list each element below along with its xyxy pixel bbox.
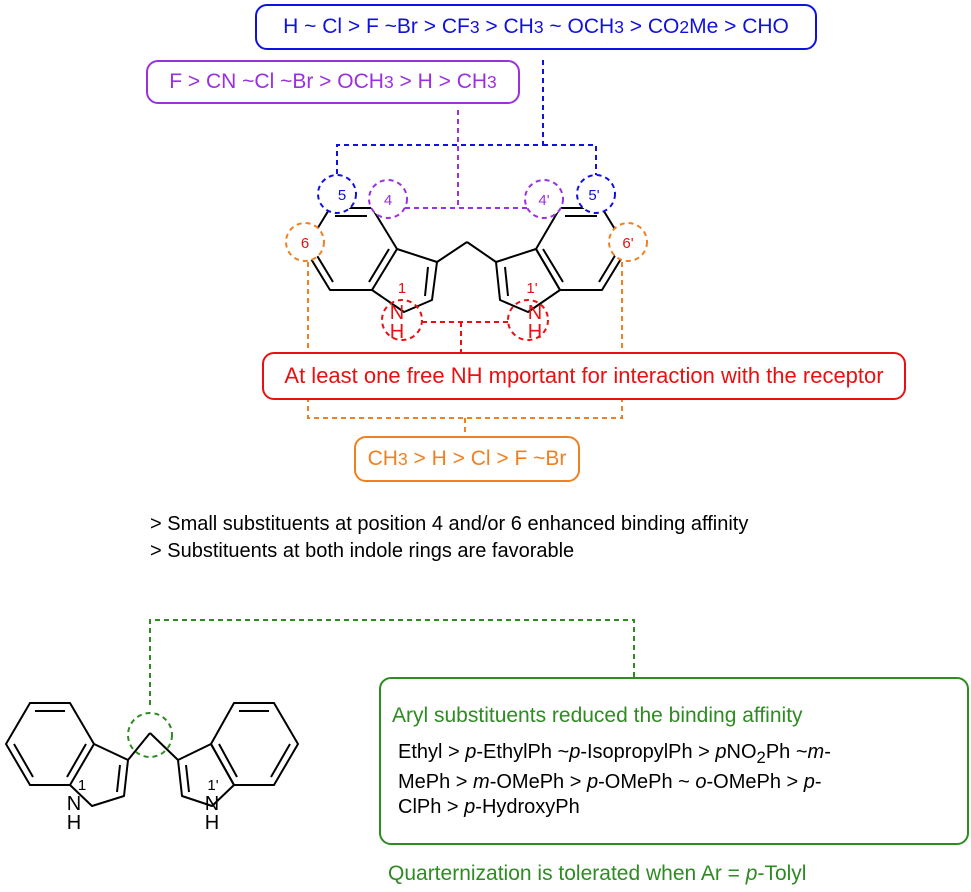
atom-h-left: H: [390, 321, 404, 343]
label-pos-5p: 5': [588, 187, 599, 204]
label-pos-6p: 6': [622, 235, 633, 252]
atom-bottom-h-right: H: [205, 812, 219, 834]
atom-bottom-n-right: N: [205, 793, 219, 815]
circle-pos-6p: [608, 222, 648, 262]
label-bottom-pos-1: 1: [78, 777, 86, 794]
circle-nh-1: [381, 299, 423, 341]
atom-n-left: N: [390, 302, 404, 324]
label-pos-5: 5: [338, 187, 346, 204]
aryl-box: [379, 677, 969, 845]
bottom-bisindole-structure: [5, 702, 299, 807]
atom-bottom-n-left: N: [67, 793, 81, 815]
blue-connectors: [336, 60, 597, 176]
atom-bottom-h-left: H: [67, 812, 81, 834]
circle-bridge: [127, 712, 173, 758]
note-line-1: > Small substituents at position 4 and/o…: [150, 513, 749, 535]
orange-sub: 3: [397, 448, 408, 469]
blue-sub-4: 2: [679, 16, 690, 37]
label-pos-4p: 4': [538, 192, 549, 209]
blue-sub-1: 3: [469, 16, 480, 37]
circle-pos-4: [368, 179, 408, 219]
note-line-2: > Substituents at both indole rings are …: [150, 540, 575, 562]
aryl-line-2: MePh > m-OMePh > p-OMePh ~ o-OMePh > p-: [398, 771, 822, 793]
quaternization-note: Quarternization is tolerated when Ar = p…: [388, 862, 807, 885]
orange-connectors: [307, 262, 623, 432]
aryl-line-1: Ethyl > p-EthylPh ~p-IsopropylPh > pNO2P…: [398, 741, 831, 767]
atom-h-right: H: [528, 321, 542, 343]
circle-nh-1p: [507, 299, 549, 341]
label-bottom-pos-1p: 1': [207, 777, 218, 794]
purple-sub-2: 3: [487, 71, 497, 92]
label-pos-6: 6: [301, 235, 309, 252]
red-nh-box: At least one free NH mportant for intera…: [262, 352, 906, 400]
label-pos-1: 1: [398, 280, 406, 297]
top-bisindole-structure: [304, 207, 628, 313]
green-connectors: [149, 619, 635, 705]
red-connectors: [422, 321, 508, 352]
blue-text-4: > CO: [623, 15, 680, 38]
circle-pos-5p: [576, 174, 616, 214]
blue-sub-3: 3: [614, 16, 624, 37]
blue-sub-2: 3: [533, 16, 544, 37]
circle-pos-5: [317, 174, 357, 214]
blue-text-2: > CH: [479, 15, 534, 38]
aryl-box-title: Aryl substituents reduced the binding af…: [392, 704, 803, 727]
circle-pos-6: [285, 222, 325, 262]
purple-sub-1: 3: [383, 71, 394, 92]
blue-text-3: ~ OCH: [543, 15, 615, 38]
orange-text-1: CH: [367, 447, 398, 470]
purple-text-2: > H > CH: [393, 70, 488, 93]
blue-text-1: H ~ Cl > F ~Br > CF: [283, 15, 470, 38]
purple-connectors: [405, 110, 527, 209]
aryl-line-3: ClPh > p-HydroxyPh: [398, 796, 580, 818]
blue-text-5: Me > CHO: [689, 15, 789, 38]
circle-pos-4p: [524, 179, 564, 219]
atom-n-right: N: [528, 302, 542, 324]
label-pos-1p: 1': [526, 280, 537, 297]
orange-text-2: > H > Cl > F ~Br: [407, 447, 567, 470]
label-pos-4: 4: [384, 192, 392, 209]
purple-text-1: F > CN ~Cl ~Br > OCH: [169, 70, 384, 93]
red-box-text: At least one free NH mportant for intera…: [284, 363, 884, 388]
aryl-box-body: Ethyl > p-EthylPh ~p-IsopropylPh > pNO2P…: [398, 740, 831, 820]
